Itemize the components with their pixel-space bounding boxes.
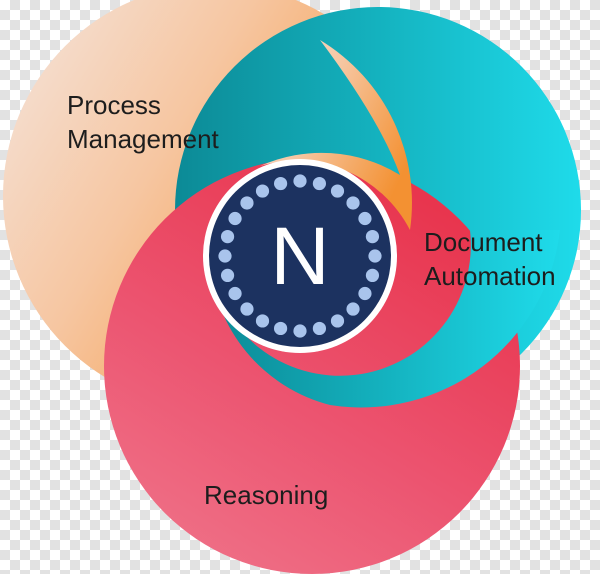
logo-dot bbox=[255, 184, 270, 198]
reasoning-label: Reasoning bbox=[204, 478, 328, 512]
document-automation-label: Document Automation bbox=[424, 225, 556, 293]
logo-dot bbox=[218, 249, 232, 263]
logo-dot bbox=[273, 176, 288, 191]
logo-dot bbox=[368, 249, 382, 263]
logo-dot bbox=[273, 321, 288, 336]
process-label-line2: Management bbox=[67, 124, 219, 154]
document-label-line1: Document bbox=[424, 227, 543, 257]
logo-dot bbox=[358, 286, 372, 301]
reasoning-label-line1: Reasoning bbox=[204, 480, 329, 510]
logo-dot bbox=[365, 229, 380, 244]
logo-dot bbox=[293, 324, 307, 338]
logo-letter: N bbox=[270, 211, 329, 302]
logo-dot bbox=[346, 302, 360, 316]
logo-dot bbox=[255, 314, 270, 328]
logo-dot bbox=[240, 196, 254, 210]
document-label-line2: Automation bbox=[424, 261, 556, 291]
logo-dot bbox=[293, 174, 307, 188]
logo-dot bbox=[312, 176, 327, 191]
logo-dot bbox=[365, 268, 380, 283]
process-management-label: Process Management bbox=[67, 88, 219, 156]
logo-dot bbox=[228, 211, 242, 226]
process-label-line1: Process bbox=[67, 90, 161, 120]
logo-dot-ring bbox=[218, 174, 382, 338]
logo-dot bbox=[220, 229, 235, 244]
logo-dot bbox=[312, 321, 327, 336]
logo-dot bbox=[358, 211, 372, 226]
process-management-swirl bbox=[260, 40, 412, 230]
logo-dot bbox=[330, 184, 345, 198]
center-logo: N bbox=[203, 159, 397, 353]
logo-dot bbox=[228, 286, 242, 301]
document-automation-swirl bbox=[210, 230, 560, 408]
logo-dot bbox=[346, 196, 360, 210]
logo-dot bbox=[240, 302, 254, 316]
logo-dot bbox=[220, 268, 235, 283]
logo-dot bbox=[330, 314, 345, 328]
